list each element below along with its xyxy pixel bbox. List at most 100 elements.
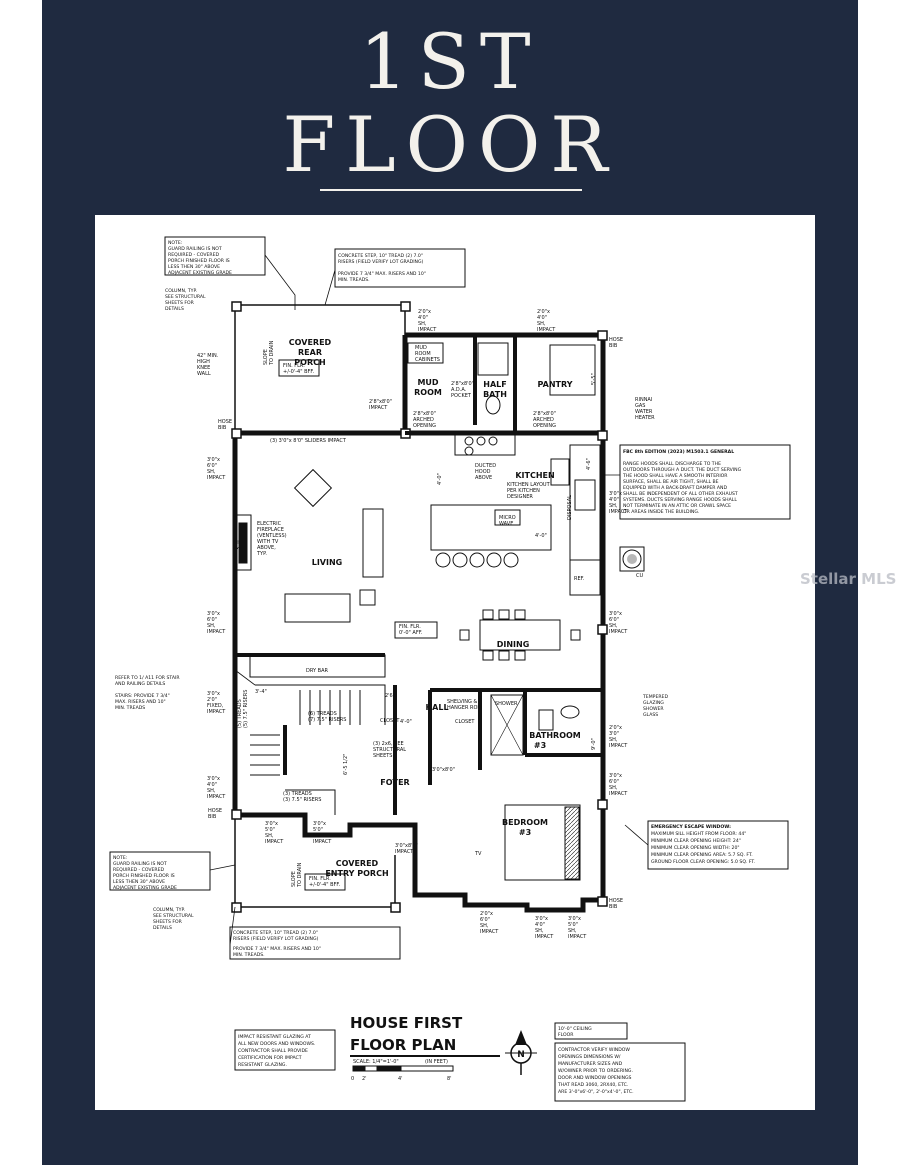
range-hood-7: EQUIPPED WITH A BACK-DRAFT DAMPER AND [623, 485, 727, 491]
room-label-halfbath-2: BATH [483, 390, 507, 399]
arched-1-2: ARCHED [413, 417, 434, 423]
hose-bib-2a: HOSE [208, 808, 222, 814]
guard-bottom-5: LESS THEN 30" ABOVE [113, 879, 165, 885]
win-h2: 6'0" [609, 617, 619, 623]
win-n1: 3'0"x [535, 916, 548, 922]
ada-pocket-1: 2'8"x8'0" [451, 381, 474, 387]
impact-glazing-1: IMPACT RESISTANT GLAZING AT [238, 1034, 311, 1040]
column-bottom-4: DETAILS [153, 925, 172, 931]
column-top-1: COLUMN, TYP. [165, 288, 197, 294]
stair-refer-6: MIN. TREADS [115, 705, 145, 711]
win-j2: 6'0" [609, 779, 619, 785]
hose-bib-3a: HOSE [609, 337, 623, 343]
slope-bottom-1: SLOPE [291, 871, 297, 887]
arched-2-1: 2'8"x8'0" [533, 411, 556, 417]
sliders-label: (3) 3'0"x 8'0" SLIDERS IMPACT [270, 438, 347, 444]
columns [231, 301, 608, 913]
win-b2: 4'0" [537, 315, 547, 321]
win-i4: IMPACT [609, 743, 628, 749]
slope-top-2: TO DRAIN [269, 340, 275, 366]
range-hood-10: NOT TERMINATE IN AN ATTIC OR CRAWL SPACE [623, 503, 731, 509]
floor-plan-drawing: COVERED REAR PORCH MUD ROOM HALF BATH PA… [109, 236, 791, 1102]
verify-3: MANUFACTURER SIZES AND [558, 1061, 623, 1067]
left-white-margin [0, 0, 42, 1165]
mud-cabinets-2: ROOM [415, 351, 431, 357]
arched-2-3: OPENING [533, 423, 556, 429]
fin-flr-mid-1: FIN. FLR. [399, 624, 421, 630]
egress-5: MINIMUM CLEAR OPENING AREA: 5.7 SQ. FT. [651, 852, 753, 858]
treads-2-2: (7) 7.5" RISERS [308, 717, 346, 723]
rinnai-3: WATER [635, 409, 653, 415]
concrete-bottom-4: PROVIDE 7 3/4" MAX. RISERS AND 10" [233, 946, 321, 952]
dim-9-0: 9'-0" [591, 738, 597, 750]
impact-door-2: IMPACT [369, 405, 388, 411]
win-l2: 5'0" [313, 827, 323, 833]
knee-wall-1: 42" MIN. [197, 353, 219, 359]
scale-bar [352, 1065, 454, 1072]
disposal-label: DISPOSAL [567, 495, 573, 520]
door-foyer-1: 3'0"x8'0" [395, 843, 418, 849]
stair-refer-4: STAIRS: PROVIDE 7 3/4" [115, 693, 170, 699]
note-boxes [109, 236, 791, 1102]
win-i1: 2'0"x [609, 725, 622, 731]
egress-3: MINIMUM CLEAR OPENING HEIGHT: 24" [651, 838, 741, 844]
win-o1: 3'0"x [568, 916, 581, 922]
guard-bottom-4: PORCH FINISHED FLOOR IS [113, 873, 175, 879]
room-label-mud-2: ROOM [414, 388, 442, 397]
win-i2: 3'0" [609, 731, 619, 737]
win-a1: 2'0"x [418, 309, 431, 315]
impact-glazing-4: CERTIFICATION FOR IMPACT [238, 1055, 302, 1061]
dim-4-0-c: 4'-0" [535, 533, 547, 539]
ceiling-2: FLOOR [558, 1032, 574, 1038]
guard-top-6: ADJACENT EXISTING GRADE [168, 270, 232, 276]
stair-refer-5: MAX. RISERS AND 10" [115, 699, 166, 705]
stair-refer-1: REFER TO 1/ A11 FOR STAIR [115, 675, 180, 681]
ref-label: REF. [574, 576, 585, 582]
win-o2: 5'0" [568, 922, 578, 928]
stair-refer-2: AND RAILING DETAILS [115, 681, 165, 687]
treads-3-1: (3) TREADS [283, 791, 312, 797]
win-l4: IMPACT [313, 839, 332, 845]
fin-flr-mid-2: 0'-0" AFF. [399, 630, 423, 636]
guard-top-2: GUARD RAILING IS NOT [168, 246, 222, 252]
rinnai-1: RINNAI [635, 397, 652, 403]
win-k4: IMPACT [265, 839, 284, 845]
win-g3: SH, [609, 503, 618, 509]
column-top-2: SEE STRUCTURAL [165, 294, 206, 300]
win-n3: SH, [535, 928, 544, 934]
tv-label: TV [474, 851, 482, 857]
room-label-dining: DINING [497, 640, 530, 649]
win-d1: 3'0"x [207, 611, 220, 617]
column-bottom-1: COLUMN, TYP. [153, 907, 185, 913]
concrete-top-1: CONCRETE STEP, 10" TREAD (2) 7.0" [338, 253, 423, 259]
win-o3: SH, [568, 928, 577, 934]
guard-top-5: LESS THEN 30" ABOVE [168, 264, 220, 270]
shower-label: SHOWER [495, 701, 518, 707]
north-arrow [505, 1030, 537, 1075]
room-label-rear-porch-3: PORCH [294, 358, 325, 367]
hose-bib-1b: BIB [218, 425, 227, 431]
arched-2-2: ARCHED [533, 417, 554, 423]
win-o4: IMPACT [568, 934, 587, 940]
room-label-entry-porch-1: COVERED [336, 859, 379, 868]
dim-5-5: 5'-5" [591, 373, 597, 385]
dim-4-6: 4'-6" [586, 458, 592, 470]
concrete-top-4: PROVIDE 7 3/4" MAX. RISERS AND 10" [338, 271, 426, 277]
column-top-4: DETAILS [165, 306, 184, 312]
knee-wall-4: WALL [197, 371, 211, 377]
room-label-pantry: PANTRY [538, 380, 573, 389]
guard-top-3: REQUIRED - COVERED [168, 252, 220, 258]
win-h4: IMPACT [609, 629, 628, 635]
win-f4: IMPACT [207, 709, 226, 715]
verify-5: DOOR AND WINDOW OPENINGS [558, 1075, 632, 1081]
hose-bib-4a: HOSE [609, 898, 623, 904]
range-hood-11: OR AREAS INSIDE THE BUILDING. [623, 509, 699, 515]
impact-door-1: 2'8"x8'0" [369, 399, 392, 405]
shelving-1: SHELVING & [447, 699, 477, 705]
hose-bib-3b: BIB [609, 343, 618, 349]
ada-pocket-3: POCKET [451, 393, 472, 399]
dim-4-0: 4'-0" [400, 719, 412, 725]
slope-top-1: SLOPE [263, 349, 269, 365]
ada-pocket-2: A.D.A. [451, 387, 467, 393]
mud-cabinets-1: MUD [415, 345, 427, 351]
